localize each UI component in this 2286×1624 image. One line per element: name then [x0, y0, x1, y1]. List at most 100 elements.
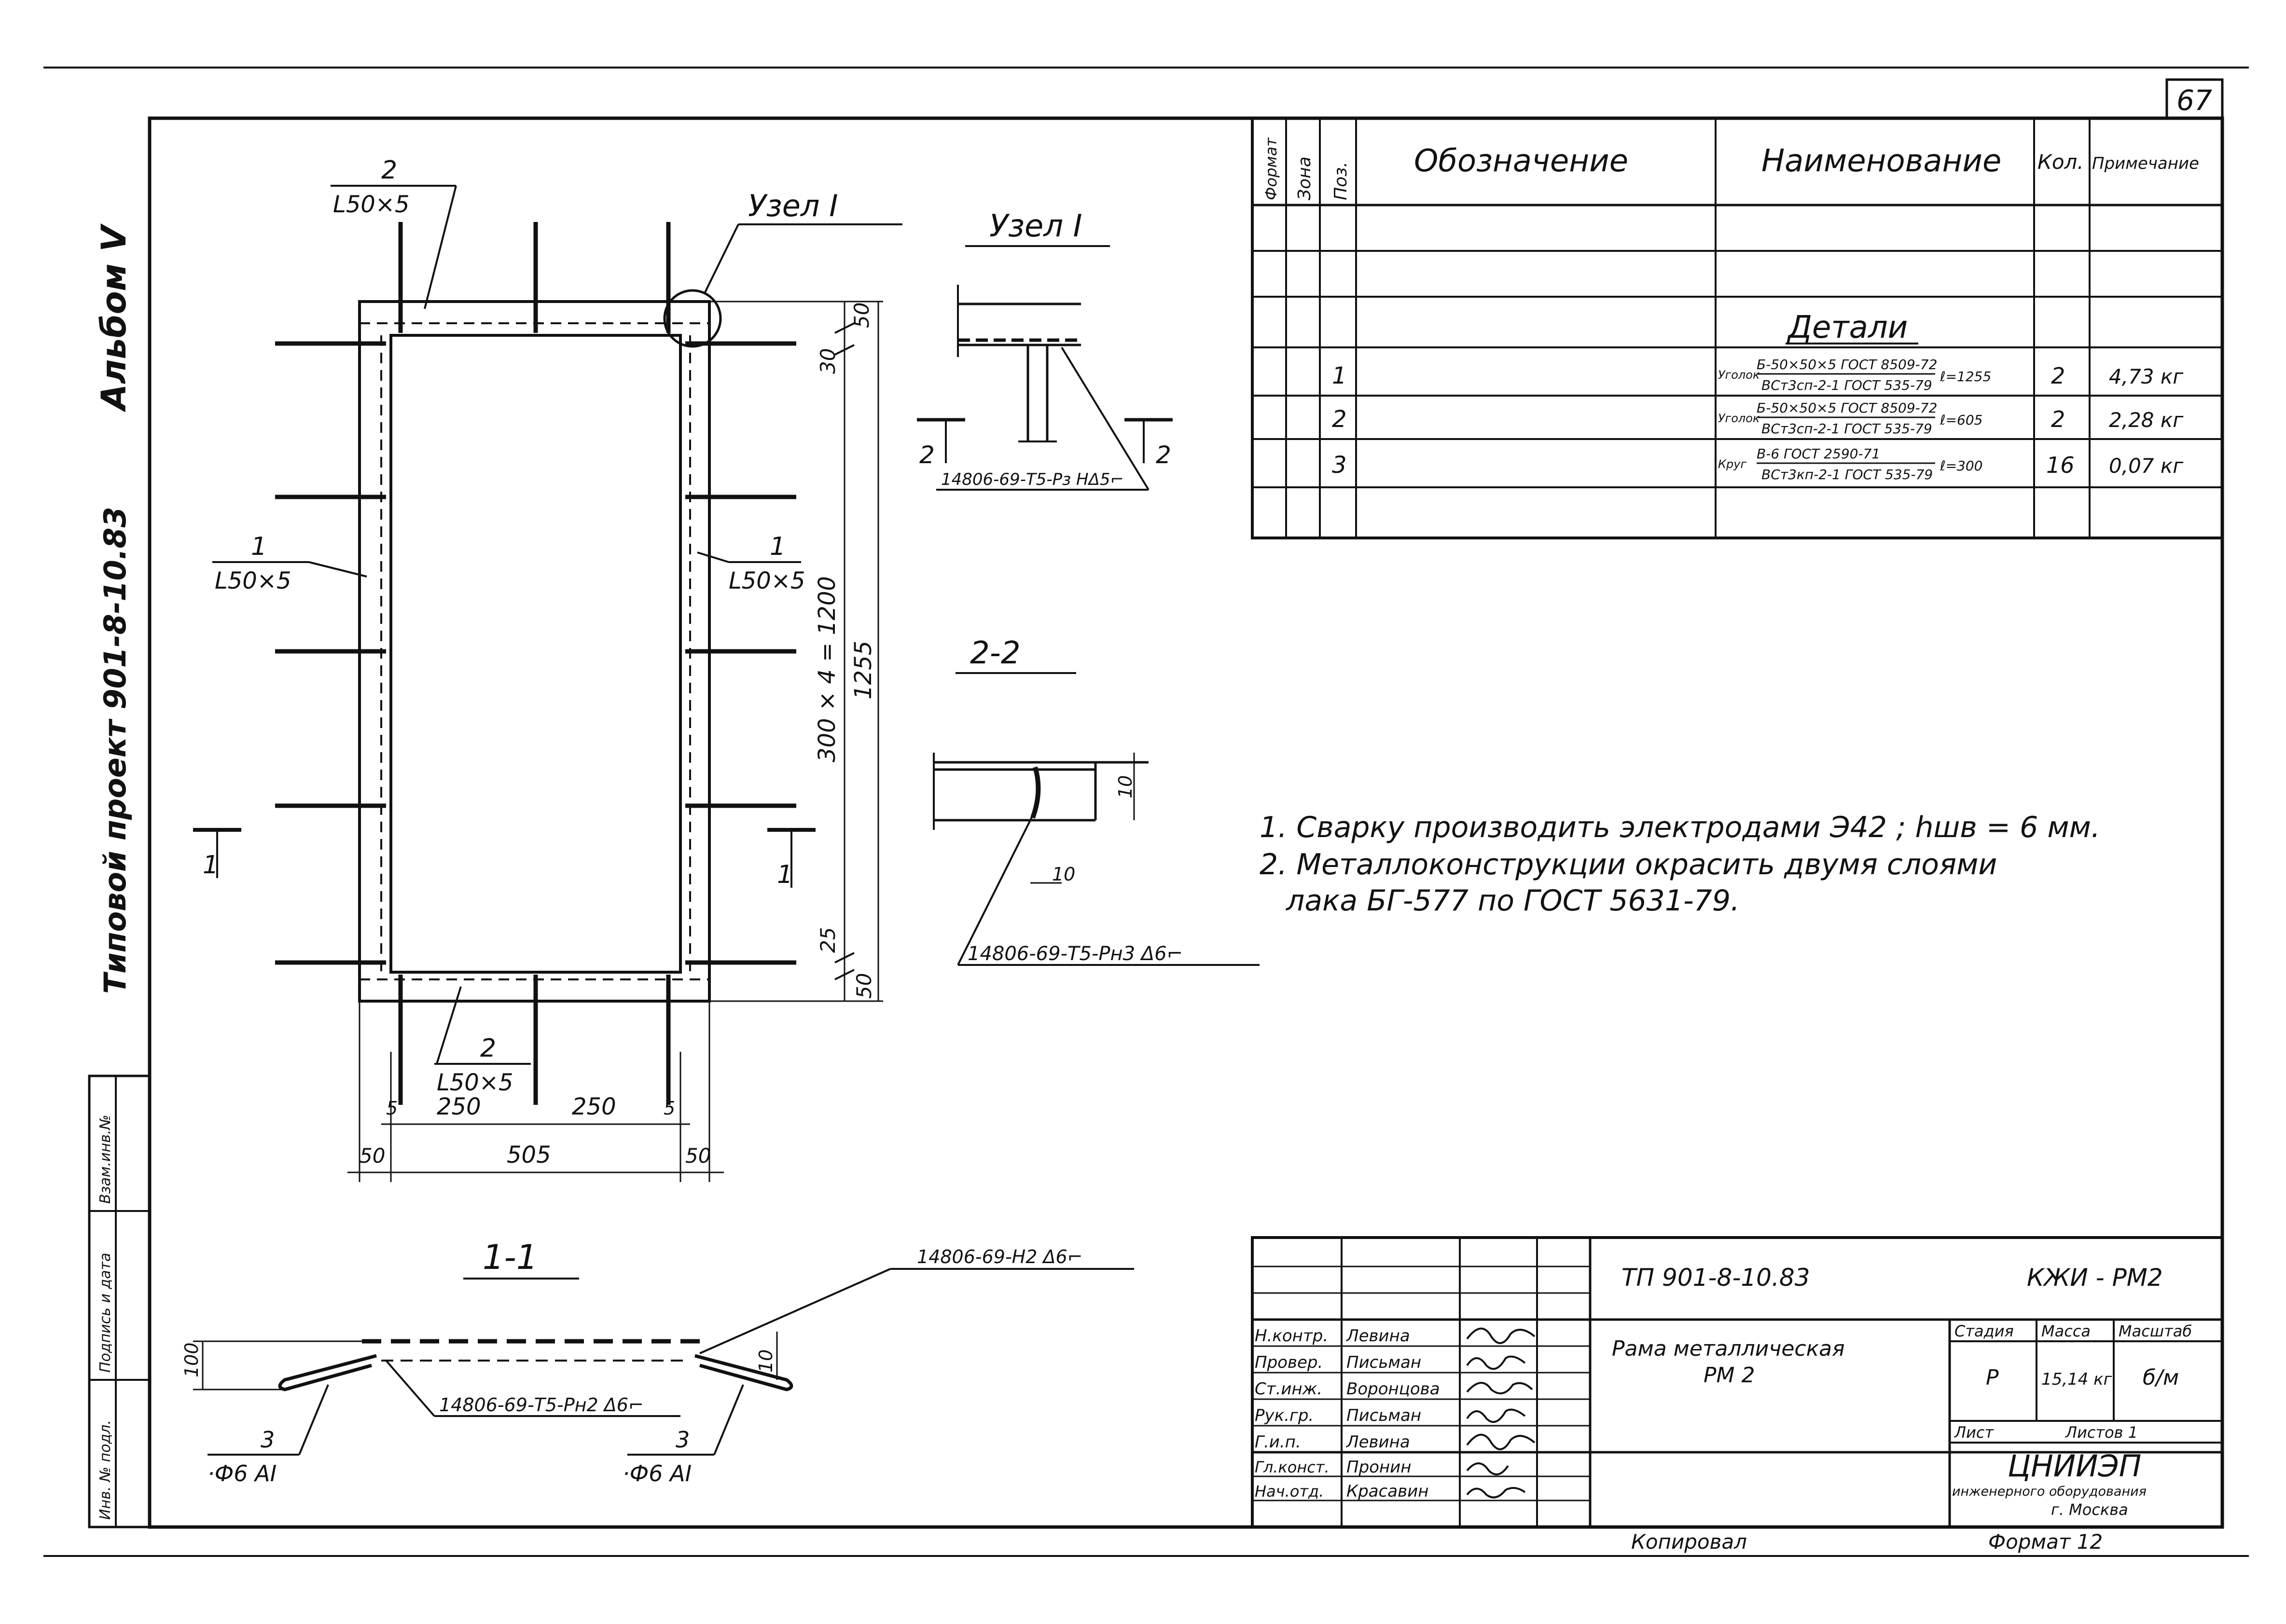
sig-role: Гл.конст.	[1255, 1458, 1330, 1476]
spec-row-qty: 16	[2046, 452, 2075, 478]
callout-left-pos: 1	[251, 532, 267, 561]
spec-row-qty: 2	[2051, 363, 2065, 389]
callout-right-leader	[697, 551, 729, 563]
sig-name: Левина	[1345, 1432, 1410, 1452]
dim-tick	[834, 952, 855, 963]
dim-width: 505	[507, 1142, 551, 1169]
dim-tick	[834, 969, 855, 980]
spec-table: Формат Зона Поз. Обозначение Наименовани…	[1251, 117, 2224, 539]
dim-50-right: 50	[685, 1144, 711, 1168]
dim-50-left: 50	[360, 1144, 385, 1168]
section-22-weld-label: 14806-69-Т5-Рн3 Δ6⌐	[968, 943, 1183, 965]
project-label: Типовой проект 901-8-10.83	[97, 507, 133, 994]
node-detail: Узел I 14806-69-Т5-Рз НΔ5⌐ 2 2	[917, 208, 1173, 491]
spec-header-designation: Обозначение	[1414, 143, 1628, 179]
sig-role: Г.и.п.	[1255, 1432, 1301, 1452]
signature-scribble	[1466, 1382, 1533, 1394]
signature-scribble	[1466, 1487, 1526, 1499]
callout-left-profile: L50×5	[215, 567, 291, 594]
dim-5-left: 5	[386, 1098, 398, 1119]
spec-row-note: 0,07 кг	[2109, 454, 2184, 478]
spec-row-top: Б-50×50×5 ГОСТ 8509-72	[1757, 400, 1937, 416]
section-11-weld-bottom: 14806-69-Т5-Рн2 Δ6⌐	[439, 1394, 644, 1416]
spec-row-len: ℓ=1255	[1940, 369, 1991, 385]
tb-mark: КЖИ - РМ2	[2027, 1264, 2163, 1292]
spec-row-kind: Круг	[1718, 457, 1746, 471]
sig-role: Рук.гр.	[1255, 1406, 1314, 1425]
section-11-weld-top-leader	[699, 1268, 891, 1354]
section-1-1: 1-1 100 10 14806-69-Н2 Δ6⌐ 14806-69-Т5-Р…	[181, 1238, 1134, 1486]
sig-name: Левина	[1345, 1326, 1410, 1346]
tb-org-city: г. Москва	[2051, 1500, 2128, 1519]
title-block: ТП 901-8-10.83 КЖИ - РМ2 Рама металличес…	[1251, 1236, 2224, 1528]
tb-stage: Р	[1986, 1365, 1999, 1390]
sig-name: Письман	[1346, 1353, 1421, 1372]
node-leader	[704, 224, 739, 294]
tb-mass-label: Масса	[2041, 1322, 2091, 1340]
node-weld-leader	[1061, 346, 1150, 491]
callout-right-pos: 1	[770, 532, 786, 561]
tb-code: ТП 901-8-10.83	[1621, 1264, 1810, 1292]
tb-stage-label: Стадия	[1954, 1322, 2014, 1340]
tb-scale-label: Масштаб	[2119, 1322, 2192, 1340]
frame-inner-outline	[389, 334, 682, 974]
sig-name: Письман	[1346, 1406, 1421, 1425]
spec-row-kind: Уголок	[1718, 412, 1760, 425]
tb-sheet-label: Лист	[1954, 1423, 1994, 1442]
dim-30: 30	[816, 348, 840, 374]
sig-role: Нач.отд.	[1255, 1482, 1324, 1500]
spec-row-top: В-6 ГОСТ 2590-71	[1757, 446, 1880, 462]
dim-top-50: 50	[850, 303, 873, 328]
spec-header-qty: Кол.	[2037, 150, 2084, 174]
spec-header-pos: Поз.	[1331, 162, 1351, 200]
node-detail-title: Узел I	[989, 208, 1082, 244]
sig-name: Пронин	[1346, 1458, 1412, 1477]
section-mark-left: 1	[203, 851, 219, 880]
section-11-dim-100-label: 100	[181, 1342, 202, 1377]
section-2-2: 2-2 10 10 14806-69-Т5-Рн3 Δ6⌐	[933, 635, 1260, 966]
section-11-rebar-right: ·Ф6 АI	[623, 1460, 692, 1486]
footer-format: Формат 12	[1988, 1530, 2103, 1554]
tb-sheets-label: Листов 1	[2065, 1423, 2138, 1442]
spec-table-frame	[1251, 117, 2224, 539]
spec-row-pos: 3	[1332, 452, 1347, 479]
section-11-weld-top: 14806-69-Н2 Δ6⌐	[917, 1246, 1083, 1267]
spec-row-qty: 2	[2051, 406, 2065, 432]
section-11-pos-left-leader	[298, 1384, 329, 1455]
dim-spacing: 300 × 4 = 1200	[814, 576, 841, 762]
title-block-frame	[1251, 1236, 2224, 1528]
frame-plan-view: Узел I 2 L50×5 1 L50×5 1 L50×5 2 L50×5 1…	[193, 156, 902, 1182]
spec-row-pos: 2	[1332, 406, 1347, 433]
node-label: Узел I	[748, 188, 838, 223]
section-11-weld-bottom-leader	[385, 1360, 435, 1417]
node-cut-mark-left: 2	[919, 441, 935, 469]
sig-name: Красавин	[1346, 1482, 1428, 1501]
node-weld-label: 14806-69-Т5-Рз НΔ5⌐	[941, 470, 1124, 489]
dim-25: 25	[816, 927, 840, 953]
spec-row-kind: Уголок	[1718, 368, 1760, 382]
tb-mass: 15,14 кг	[2041, 1370, 2113, 1389]
spec-header-name: Наименование	[1761, 143, 2001, 179]
tb-name-line2: РМ 2	[1704, 1363, 1755, 1388]
node-cut-mark-right: 2	[1156, 441, 1171, 469]
tb-org: ЦНИИЭП	[2008, 1448, 2141, 1484]
note-2: 2. Металлоконструкции окрасить двумя сло…	[1260, 848, 1997, 881]
section-22-title: 2-2	[970, 635, 1021, 671]
signature-scribble	[1466, 1408, 1526, 1423]
callout-top-profile: L50×5	[333, 191, 410, 218]
tb-scale: б/м	[2143, 1365, 2179, 1390]
section-11-pos-right: 3	[676, 1427, 690, 1453]
callout-left-leader	[308, 561, 367, 578]
section-mark-right: 1	[777, 860, 793, 889]
dim-bottom-50: 50	[852, 973, 876, 999]
node-marker-circle	[663, 289, 722, 348]
dim-5-right: 5	[664, 1098, 675, 1119]
side-stamp-cell-1: Взам.инв.№	[97, 1115, 114, 1204]
drawing-frame	[148, 116, 2224, 1529]
side-stamp-frame	[88, 1074, 151, 1528]
dim-250-left: 250	[437, 1093, 481, 1120]
section-11-dim-10: 10	[755, 1349, 776, 1373]
section-11-pos-left: 3	[261, 1427, 275, 1453]
sig-role: Ст.инж.	[1255, 1379, 1322, 1399]
